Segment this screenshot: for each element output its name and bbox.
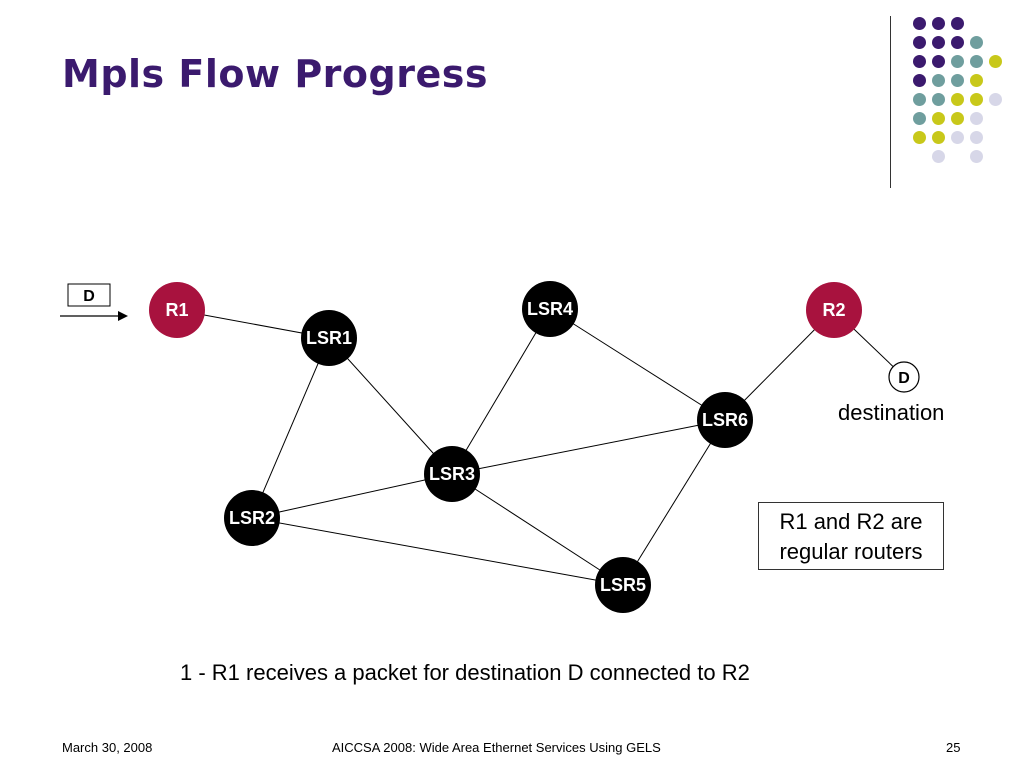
node-label-lsr2: LSR2 <box>229 508 275 528</box>
decorative-dot <box>970 36 983 49</box>
node-lsr2: LSR2 <box>224 490 280 546</box>
decorative-dot <box>951 93 964 106</box>
decorative-dot <box>951 55 964 68</box>
decorative-dot <box>932 17 945 30</box>
decorative-dot <box>913 36 926 49</box>
edge-lsr1-lsr3 <box>328 337 453 475</box>
note-line-1: R1 and R2 are <box>779 509 923 534</box>
node-r2: R2 <box>806 282 862 338</box>
node-lsr6: LSR6 <box>697 392 753 448</box>
decorative-dot <box>932 112 945 125</box>
decorative-dot <box>970 131 983 144</box>
decorative-dot <box>970 112 983 125</box>
decorative-dot <box>970 55 983 68</box>
decorative-dot <box>951 17 964 30</box>
decorative-dot <box>970 93 983 106</box>
decorative-dot <box>932 93 945 106</box>
packet-label: D <box>83 288 95 305</box>
node-lsr4: LSR4 <box>522 281 578 337</box>
edge-lsr2-lsr3 <box>251 473 453 519</box>
node-circle-lsr1 <box>301 310 357 366</box>
decorative-dot <box>970 150 983 163</box>
decorative-dot <box>913 17 926 30</box>
footer-page-number: 25 <box>946 740 961 755</box>
node-lsr1: LSR1 <box>301 310 357 366</box>
node-circle-r2 <box>806 282 862 338</box>
decorative-divider-line <box>890 16 891 188</box>
decorative-dot <box>913 93 926 106</box>
note-line-2: regular routers <box>779 539 923 564</box>
diagram-edges <box>176 308 905 586</box>
node-lsr5: LSR5 <box>595 557 651 613</box>
destination-marker: D <box>888 361 920 393</box>
node-label-r1: R1 <box>165 300 188 320</box>
packet-box <box>67 283 111 307</box>
node-label-lsr3: LSR3 <box>429 464 475 484</box>
footer-date: March 30, 2008 <box>62 740 153 755</box>
edge-lsr4-lsr6 <box>549 308 726 421</box>
decorative-dot <box>932 74 945 87</box>
edge-lsr3-lsr5 <box>451 473 624 586</box>
edge-lsr2-lsr5 <box>251 517 624 586</box>
node-circle-lsr3 <box>424 446 480 502</box>
decorative-dot <box>989 93 1002 106</box>
node-lsr3: LSR3 <box>424 446 480 502</box>
slide-title: Mpls Flow Progress <box>62 52 488 96</box>
node-circle-lsr5 <box>595 557 651 613</box>
decorative-dot <box>989 55 1002 68</box>
decorative-dot <box>913 131 926 144</box>
node-circle-lsr6 <box>697 392 753 448</box>
decorative-dot <box>951 131 964 144</box>
node-label-lsr5: LSR5 <box>600 575 646 595</box>
decorative-dot <box>913 55 926 68</box>
incoming-packet: D <box>60 283 128 321</box>
packet-arrow-head <box>118 311 128 321</box>
decorative-dot <box>932 131 945 144</box>
node-r1: R1 <box>149 282 205 338</box>
node-label-lsr6: LSR6 <box>702 410 748 430</box>
footer-center-text: AICCSA 2008: Wide Area Ethernet Services… <box>332 740 661 755</box>
decorative-dot <box>951 74 964 87</box>
decorative-dot <box>932 36 945 49</box>
node-label-r2: R2 <box>822 300 845 320</box>
decorative-dot <box>951 112 964 125</box>
edge-lsr5-lsr6 <box>622 419 726 586</box>
decorative-dot <box>913 74 926 87</box>
node-circle-lsr2 <box>224 490 280 546</box>
node-circle-r1 <box>149 282 205 338</box>
destination-caption: destination <box>838 400 945 425</box>
node-label-lsr1: LSR1 <box>306 328 352 348</box>
decorative-dot <box>913 112 926 125</box>
decorative-dot <box>970 74 983 87</box>
note-box: R1 and R2 are regular routers <box>758 502 944 570</box>
slide-caption: 1 - R1 receives a packet for destination… <box>180 660 750 685</box>
decorative-dot <box>951 36 964 49</box>
destination-circle <box>888 361 920 393</box>
edge-lsr1-lsr2 <box>251 337 330 519</box>
edge-lsr3-lsr4 <box>451 308 551 475</box>
decorative-dot <box>932 55 945 68</box>
edge-lsr3-lsr6 <box>451 419 726 475</box>
node-label-lsr4: LSR4 <box>527 299 573 319</box>
node-circle-lsr4 <box>522 281 578 337</box>
destination-marker-label: D <box>898 370 910 387</box>
decorative-dot <box>932 150 945 163</box>
